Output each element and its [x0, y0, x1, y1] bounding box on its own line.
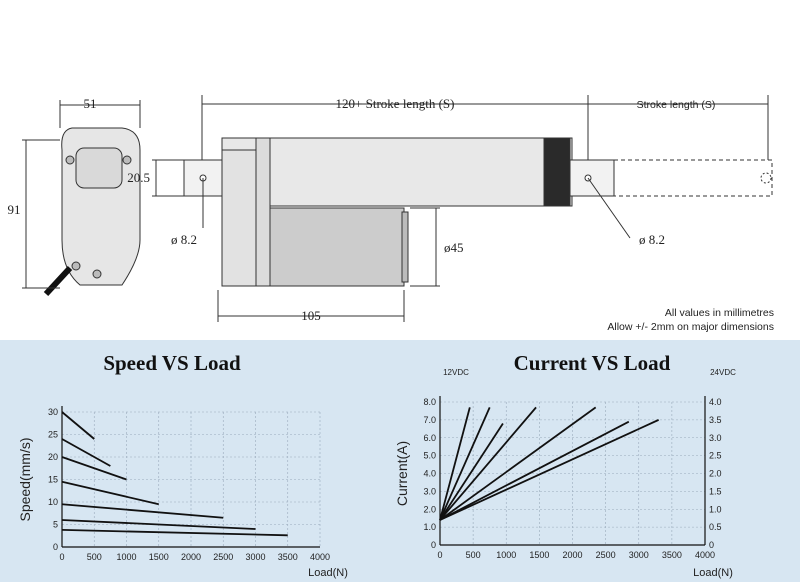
series-line-7 — [61, 529, 288, 537]
y2-tick-label: 0 — [709, 540, 714, 550]
dim-height: 91 — [8, 202, 21, 217]
x-tick-label: 0 — [437, 550, 442, 560]
dim-motor-length: 105 — [301, 308, 321, 323]
y-tick-label: 10 — [48, 497, 58, 507]
series-line-6 — [439, 420, 630, 521]
x-tick-label: 4000 — [695, 550, 715, 560]
y-tick-label: 2.0 — [423, 504, 436, 514]
x-tick-label: 2000 — [562, 550, 582, 560]
x-tick-label: 3500 — [278, 552, 298, 562]
y-tick-label: 20 — [48, 452, 58, 462]
y2-tick-label: 1.5 — [709, 486, 722, 496]
y-tick-label: 5 — [53, 520, 58, 530]
x-tick-label: 3000 — [629, 550, 649, 560]
series-line-3 — [61, 456, 127, 481]
series-line-2 — [61, 438, 111, 467]
dim-hole-left: ø 8.2 — [171, 232, 197, 247]
dimension-drawing: 51 91 120+ Stroke length (S) Stroke leng… — [8, 95, 774, 333]
x-tick-label: 3000 — [245, 552, 265, 562]
y2-tick-label: 3.5 — [709, 415, 722, 425]
dim-total-length: 120+ Stroke length (S) — [336, 96, 455, 111]
y2-tick-label: 3.0 — [709, 433, 722, 443]
y-tick-label: 8.0 — [423, 397, 436, 407]
dim-motor-diameter: ø45 — [444, 240, 464, 255]
actuator-body — [221, 137, 573, 207]
y-tick-label: 15 — [48, 475, 58, 485]
series-line-4 — [439, 406, 537, 521]
series-line-1 — [61, 411, 95, 440]
x-tick-label: 1000 — [116, 552, 136, 562]
y-axis-label: Speed(mm/s) — [17, 437, 33, 521]
y2-tick-label: 1.0 — [709, 504, 722, 514]
chart-title: Speed VS Load — [103, 351, 241, 375]
series-line-5 — [439, 406, 597, 521]
rod-extended — [613, 159, 773, 197]
x-tick-label: 4000 — [310, 552, 330, 562]
series-line-4 — [61, 480, 159, 506]
rear-housing — [221, 149, 257, 287]
power-cable — [43, 265, 73, 297]
x-tick-label: 1500 — [529, 550, 549, 560]
screw-icon — [65, 155, 75, 165]
y-tick-label: 0 — [53, 542, 58, 552]
dim-bracket: 20.5 — [127, 170, 150, 185]
screw-icon — [92, 269, 102, 279]
x-axis-label: Load(N) — [308, 567, 348, 579]
dim-width: 51 — [84, 96, 97, 111]
x-tick-label: 2000 — [181, 552, 201, 562]
y2-tick-label: 2.5 — [709, 451, 722, 461]
y-tick-label: 0 — [431, 540, 436, 550]
series-line-5 — [61, 503, 224, 519]
x-tick-label: 0 — [59, 552, 64, 562]
x-tick-label: 1000 — [496, 550, 516, 560]
series-line-2 — [439, 406, 491, 521]
series-line-7 — [439, 419, 659, 521]
y-tick-label: 25 — [48, 430, 58, 440]
side-view-cap — [75, 147, 123, 189]
y-tick-label: 1.0 — [423, 522, 436, 532]
y-tick-label: 6.0 — [423, 433, 436, 443]
x-tick-label: 500 — [87, 552, 102, 562]
y-tick-label: 3.0 — [423, 486, 436, 496]
dim-hole-right: ø 8.2 — [639, 232, 665, 247]
y-tick-label: 7.0 — [423, 415, 436, 425]
end-flange — [255, 137, 271, 287]
note-units: All values in millimetres — [665, 307, 774, 319]
end-seal — [543, 137, 571, 207]
left-axis-unit-label: 12VDC — [443, 368, 469, 377]
y-axis-label: Current(A) — [395, 441, 410, 506]
screw-icon — [71, 261, 81, 271]
current-vs-load-chart: Current VS Load 0 500 1000 1500 2000 2500 3000 3… — [395, 351, 736, 579]
y2-tick-label: 0.5 — [709, 522, 722, 532]
y-tick-label: 30 — [48, 407, 58, 417]
x-tick-label: 2500 — [596, 550, 616, 560]
x-tick-label: 500 — [466, 550, 481, 560]
y-tick-label: 4.0 — [423, 469, 436, 479]
chart-title: Current VS Load — [514, 351, 671, 375]
right-axis-unit-label: 24VDC — [710, 368, 736, 377]
motor-can — [269, 207, 405, 287]
speed-vs-load-chart: Speed VS Load 0 500 1000 1500 2000 2500 3000 350… — [17, 351, 348, 579]
x-tick-label: 3500 — [662, 550, 682, 560]
note-tolerance: Allow +/- 2mm on major dimensions — [607, 321, 774, 333]
series-line-1 — [439, 407, 471, 521]
series-line-3 — [439, 422, 504, 521]
y2-tick-label: 4.0 — [709, 397, 722, 407]
series-line-6 — [61, 519, 256, 530]
y2-tick-label: 2.0 — [709, 469, 722, 479]
rod-retracted — [569, 159, 615, 197]
x-tick-label: 2500 — [213, 552, 233, 562]
screw-icon — [122, 155, 132, 165]
x-tick-label: 1500 — [149, 552, 169, 562]
y-tick-label: 5.0 — [423, 451, 436, 461]
dim-stroke: Stroke length (S) — [637, 99, 716, 111]
x-axis-label: Load(N) — [693, 567, 733, 579]
